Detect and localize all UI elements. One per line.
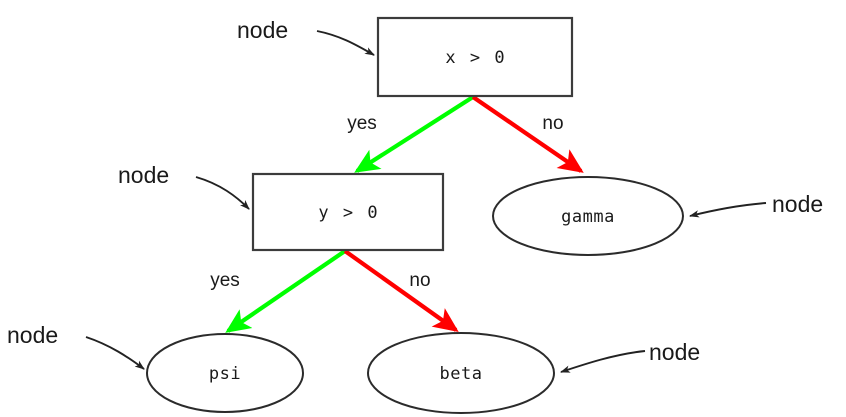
node-root-label: x > 0 <box>445 48 506 68</box>
node-inner[interactable]: y > 0 <box>251 172 445 252</box>
edge-root-yes: yes <box>347 95 475 173</box>
node-beta-label: beta <box>440 364 483 384</box>
edge-label-root-yes: yes <box>347 113 377 134</box>
node-inner-label: y > 0 <box>318 203 379 223</box>
callout-psi-label: node <box>7 322 58 348</box>
edge-label-inner-yes: yes <box>210 270 240 291</box>
node-root[interactable]: x > 0 <box>376 16 574 98</box>
node-psi[interactable]: psi <box>146 333 304 413</box>
callout-gamma-label: node <box>772 191 823 217</box>
edge-inner-yes: yes <box>210 249 347 333</box>
node-gamma[interactable]: gamma <box>492 176 684 256</box>
callout-root: node <box>237 17 375 56</box>
edge-label-inner-no: no <box>409 270 430 291</box>
edge-root-no: no <box>471 95 584 173</box>
node-psi-label: psi <box>209 364 241 384</box>
callout-psi: node <box>7 322 145 370</box>
callout-beta-label: node <box>649 339 700 365</box>
callout-root-label: node <box>237 17 288 43</box>
edge-label-root-no: no <box>542 113 563 134</box>
callout-gamma: node <box>689 191 823 218</box>
callout-inner-label: node <box>118 162 169 188</box>
node-beta[interactable]: beta <box>367 332 555 414</box>
node-gamma-label: gamma <box>561 207 615 227</box>
edge-inner-no: no <box>343 249 459 332</box>
callout-inner: node <box>118 162 250 210</box>
callout-beta: node <box>560 339 700 373</box>
